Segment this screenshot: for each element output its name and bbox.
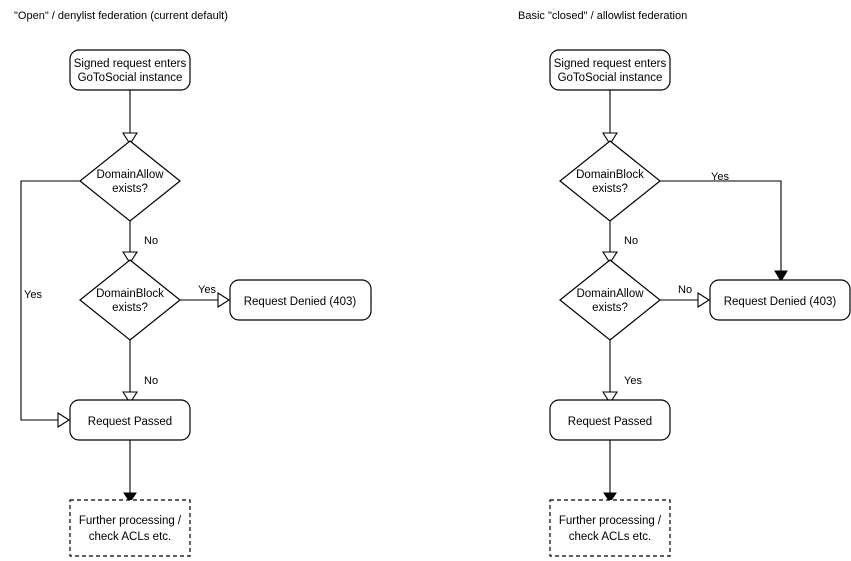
node-decision-domainblock-left[interactable]: DomainBlock exists? xyxy=(79,259,181,341)
domainblock-diamond-shape-right xyxy=(559,140,661,222)
entry-box-shape-right xyxy=(549,49,671,91)
domainblock-label-line1: DomainBlock xyxy=(96,288,164,300)
request-denied-label: Request Denied (403) xyxy=(244,296,357,308)
node-further-processing-right[interactable]: Further processing / check ACLs etc. xyxy=(549,499,671,557)
edge-label-block-yes-right: Yes xyxy=(711,171,729,183)
edge-label-block-no-right: No xyxy=(624,235,638,247)
edge-passed-to-further-right xyxy=(603,440,617,503)
further-processing-box-shape xyxy=(69,499,191,557)
domainallow-label-line1: DomainAllow xyxy=(96,169,164,181)
node-entry-left[interactable]: Signed request enters GoToSocial instanc… xyxy=(69,49,191,91)
domainblock-label-line1-right: DomainBlock xyxy=(576,169,644,181)
node-decision-domainallow-left[interactable]: DomainAllow exists? xyxy=(79,140,181,222)
further-processing-label-line2-right: check ACLs etc. xyxy=(569,531,651,543)
domainblock-label-line2: exists? xyxy=(112,302,148,314)
further-processing-label-line1: Further processing / xyxy=(79,515,182,527)
entry-label-line1: Signed request enters xyxy=(74,58,187,70)
edge-entry-to-block-right xyxy=(601,90,619,146)
node-decision-domainblock-right[interactable]: DomainBlock exists? xyxy=(559,140,661,222)
request-passed-label-right: Request Passed xyxy=(568,416,652,428)
edge-passed-to-further-left xyxy=(123,440,137,503)
entry-label-line2: GoToSocial instance xyxy=(78,72,183,84)
edge-block-yes-left: Yes xyxy=(180,284,231,309)
node-request-denied-left[interactable]: Request Denied (403) xyxy=(229,279,372,321)
panel-open-federation: "Open" / denylist federation (current de… xyxy=(14,10,372,557)
panel-title-closed: Basic "closed" / allowlist federation xyxy=(518,10,687,22)
edge-block-no-right: No xyxy=(601,221,638,265)
edge-block-no-left: No xyxy=(121,340,158,405)
panel-closed-federation: Basic "closed" / allowlist federation Si… xyxy=(518,10,851,557)
edge-allow-no-left: No xyxy=(121,221,158,265)
entry-box-shape xyxy=(69,49,191,91)
request-denied-box-shape-right xyxy=(709,279,851,321)
edge-label-allow-no-left: No xyxy=(144,235,158,247)
domainblock-label-line2-right: exists? xyxy=(592,183,628,195)
node-decision-domainallow-right[interactable]: DomainAllow exists? xyxy=(559,259,661,341)
further-processing-label-line2: check ACLs etc. xyxy=(89,531,171,543)
edge-allow-no-right: No xyxy=(660,284,711,309)
domainallow-label-line2: exists? xyxy=(112,183,148,195)
domainallow-diamond-shape-right xyxy=(559,259,661,341)
edge-entry-to-allow-left xyxy=(121,90,139,146)
edge-allow-yes-right: Yes xyxy=(601,340,642,405)
node-further-processing-left[interactable]: Further processing / check ACLs etc. xyxy=(69,499,191,557)
domainallow-label-line2-right: exists? xyxy=(592,302,628,314)
edge-label-block-no-left: No xyxy=(144,375,158,387)
request-passed-label: Request Passed xyxy=(88,416,172,428)
further-processing-box-shape-right xyxy=(549,499,671,557)
entry-label-line2-right: GoToSocial instance xyxy=(558,72,663,84)
edge-label-allow-no-right: No xyxy=(678,284,692,296)
node-request-passed-left[interactable]: Request Passed xyxy=(69,399,191,441)
node-entry-right[interactable]: Signed request enters GoToSocial instanc… xyxy=(549,49,671,91)
panel-title-open: "Open" / denylist federation (current de… xyxy=(14,10,228,22)
entry-label-line1-right: Signed request enters xyxy=(554,58,667,70)
domainblock-diamond-shape xyxy=(79,259,181,341)
node-request-passed-right[interactable]: Request Passed xyxy=(549,399,671,441)
edge-block-yes-right: Yes xyxy=(660,171,788,282)
further-processing-label-line1-right: Further processing / xyxy=(559,515,662,527)
domainallow-diamond-shape xyxy=(79,140,181,222)
request-denied-label-right: Request Denied (403) xyxy=(724,296,837,308)
edge-label-allow-yes-right: Yes xyxy=(624,375,642,387)
node-request-denied-right[interactable]: Request Denied (403) xyxy=(709,279,851,321)
request-denied-box-shape xyxy=(229,279,372,321)
domainallow-label-line1-right: DomainAllow xyxy=(576,288,644,300)
edge-allow-yes-left: Yes xyxy=(20,180,80,429)
edge-label-block-yes-left: Yes xyxy=(198,284,216,296)
edge-label-allow-yes-left: Yes xyxy=(24,289,42,301)
